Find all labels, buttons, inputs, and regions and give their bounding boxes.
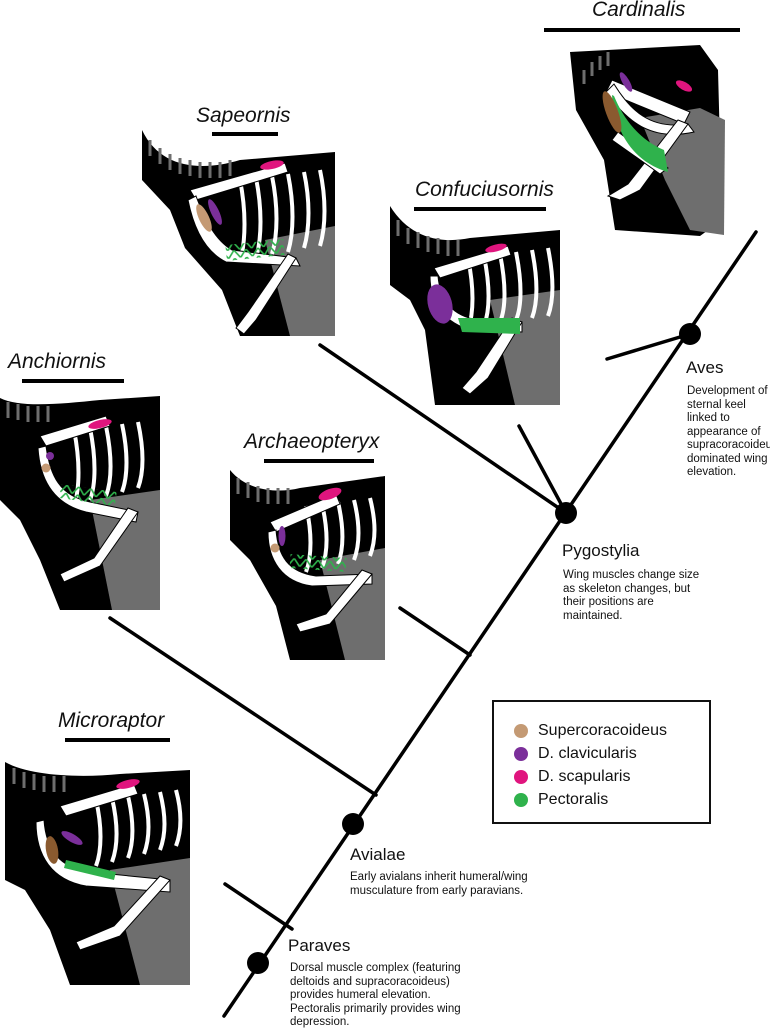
legend-label: D. scapularis	[538, 768, 631, 785]
clade-note-pygostylia: Wing muscles change size as skeleton cha…	[563, 569, 700, 622]
branch-microraptor	[223, 882, 294, 931]
taxon-label-microraptor: Microraptor	[58, 709, 165, 732]
legend-swatch-supercoracoideus	[514, 724, 528, 738]
legend-label: Supercoracoideus	[538, 722, 667, 739]
taxon-label-anchiornis: Anchiornis	[8, 350, 107, 373]
node-paraves	[247, 952, 269, 974]
archaeopteryx-specimen-panel	[230, 470, 385, 660]
node-aves	[679, 323, 701, 345]
clade-note-aves: Development of sternal keel linked to ap…	[687, 385, 770, 478]
clade-note-paraves: Dorsal muscle complex (featuring deltoid…	[290, 962, 461, 1028]
branch-anchiornis	[108, 616, 378, 797]
clade-label-paraves: Paraves	[288, 936, 351, 955]
taxon-label-cardinalis: Cardinalis	[592, 0, 686, 21]
branch-pygostylia-to-sapeornis	[318, 343, 568, 515]
legend-swatch-d-clavicularis	[514, 747, 528, 761]
legend-swatch-d-scapularis	[514, 770, 528, 784]
legend-swatch-pectoralis	[514, 793, 528, 807]
scale-bars	[22, 28, 740, 742]
node-avialae	[342, 813, 364, 835]
clade-note-avialae: Early avialans inherit humeral/wing musc…	[350, 871, 528, 897]
taxon-label-archaeopteryx: Archaeopteryx	[244, 430, 380, 453]
cardinalis-specimen-panel	[570, 45, 725, 236]
muscle-legend: Supercoracoideus D. clavicularis D. scap…	[492, 700, 711, 824]
clade-label-pygostylia: Pygostylia	[562, 541, 640, 560]
legend-label: D. clavicularis	[538, 745, 637, 762]
node-pygostylia	[555, 502, 577, 524]
clade-label-aves: Aves	[686, 358, 724, 377]
microraptor-specimen-panel	[5, 762, 190, 985]
branch-confuciusornis	[517, 424, 568, 515]
clade-label-avialae: Avialae	[350, 845, 406, 864]
taxon-label-sapeornis: Sapeornis	[196, 104, 291, 127]
branch-cardinalis	[605, 332, 692, 361]
clade-nodes	[247, 323, 701, 974]
anchiornis-specimen-panel	[0, 396, 160, 610]
sapeornis-specimen-panel	[142, 130, 335, 336]
taxon-label-confuciusornis: Confuciusornis	[415, 178, 554, 201]
cladogram-branches	[108, 230, 758, 1018]
legend-label: Pectoralis	[538, 791, 609, 808]
main-spine	[222, 230, 758, 1018]
confuciusornis-specimen-panel	[390, 206, 560, 405]
branch-archaeopteryx	[398, 606, 472, 657]
